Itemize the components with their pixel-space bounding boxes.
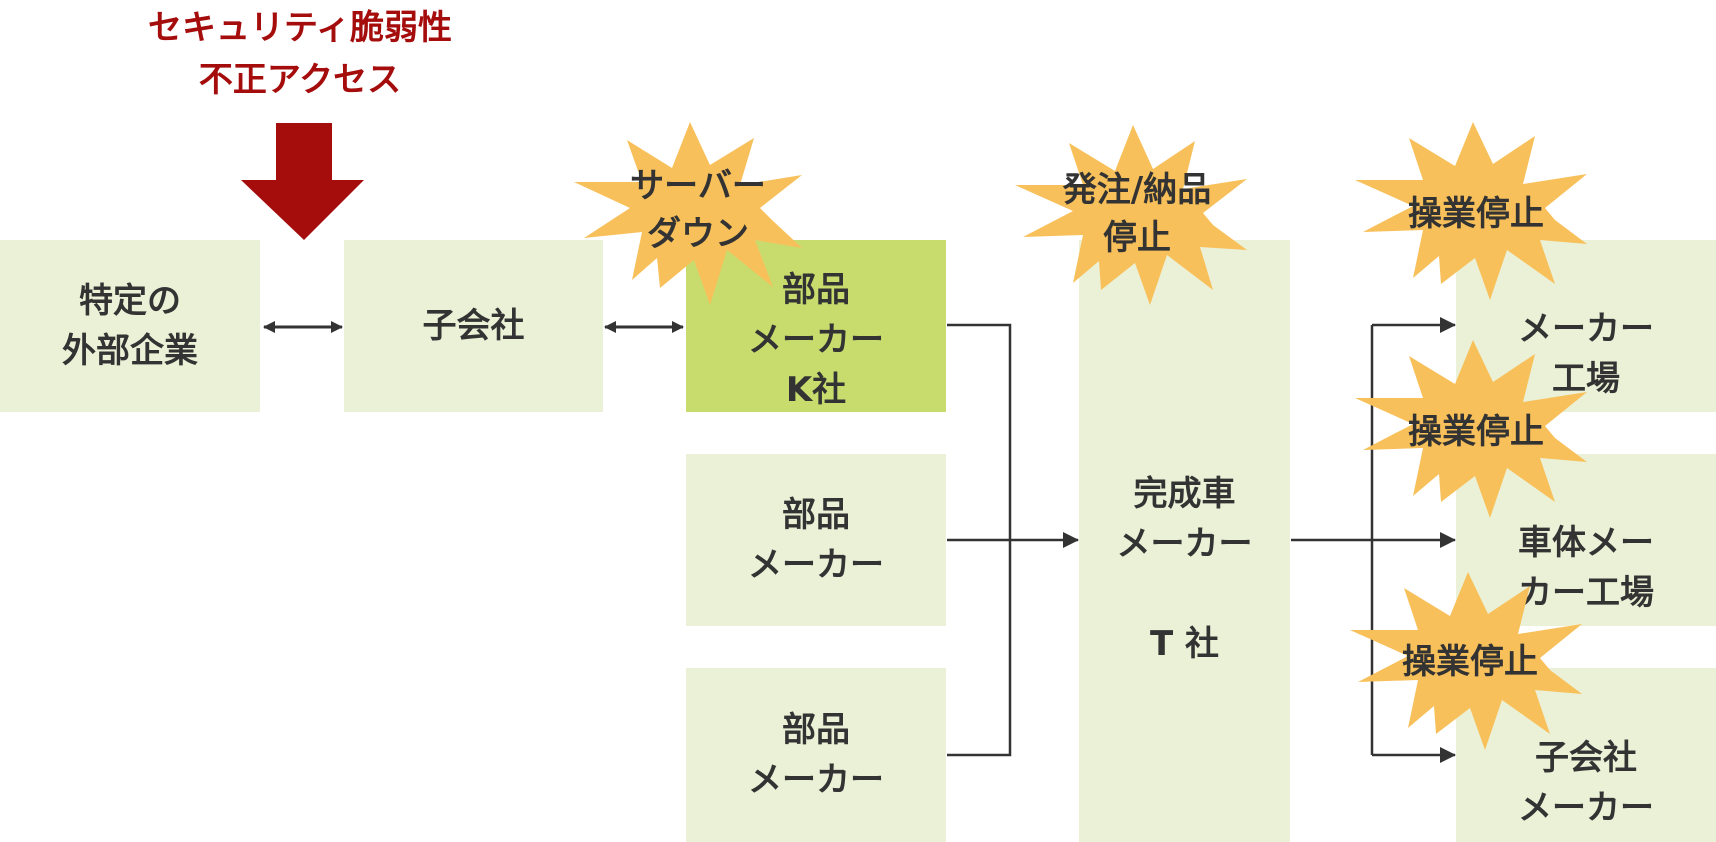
node-subsidiary-maker-label: 子会社 メーカー	[1518, 738, 1654, 828]
alert-line-2: 不正アクセス	[198, 60, 402, 100]
node-body-maker-factory-label: 車体メー カー工場	[1518, 523, 1654, 613]
burst-operation-stop-2-label: 操業停止	[1408, 412, 1544, 452]
node-external-company-label: 特定の 外部企業	[62, 281, 198, 371]
node-parts-maker-2-label: 部品 メーカー	[748, 495, 884, 585]
node-subsidiary: 子会社	[344, 240, 603, 412]
node-vehicle-maker-t-label: 完成車 メーカー T 社	[1116, 473, 1253, 664]
security-alert-label: セキュリティ脆弱性 不正アクセス	[110, 2, 490, 106]
burst-order-stop-label: 発注/納品 停止	[1062, 170, 1212, 258]
burst-operation-stop-2-shape	[1355, 340, 1587, 518]
burst-server-down-shape	[574, 122, 802, 305]
burst-order-stop-shape	[1015, 125, 1247, 305]
burst-operation-stop-1-label: 操業停止	[1408, 194, 1544, 234]
node-body-maker-factory: 車体メー カー工場	[1456, 454, 1716, 626]
burst-operation-stop-1-shape	[1355, 122, 1587, 300]
burst-operation-stop-3-label: 操業停止	[1402, 642, 1538, 682]
node-parts-maker-k-label: 部品 メーカー K社	[748, 270, 884, 410]
burst-server-down-label: サーバー ダウン	[630, 166, 766, 254]
node-parts-maker-3-label: 部品 メーカー	[748, 710, 884, 800]
node-vehicle-maker-t: 完成車 メーカー T 社	[1079, 240, 1290, 842]
burst-operation-stop-3-shape	[1350, 572, 1582, 750]
alert-down-arrow	[241, 123, 364, 240]
node-parts-maker-3: 部品 メーカー	[686, 668, 946, 842]
node-parts-maker-2: 部品 メーカー	[686, 454, 946, 626]
node-subsidiary-label: 子会社	[422, 306, 525, 346]
node-external-company: 特定の 外部企業	[0, 240, 260, 412]
node-parts-maker-k: 部品 メーカー K社	[686, 240, 946, 412]
alert-line-1: セキュリティ脆弱性	[148, 8, 452, 48]
